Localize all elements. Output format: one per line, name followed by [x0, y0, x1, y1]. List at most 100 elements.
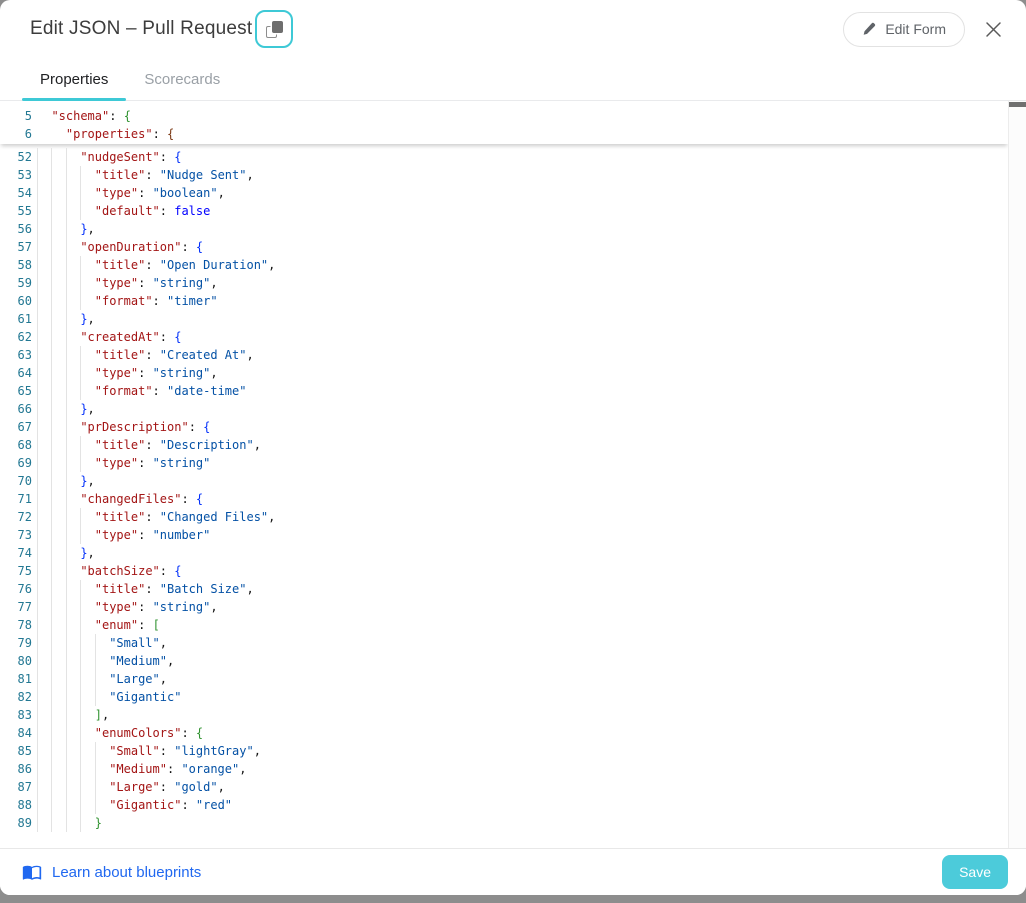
code-line[interactable]: 70}, [0, 472, 1008, 490]
code-line[interactable]: 76"title": "Batch Size", [0, 580, 1008, 598]
code-line[interactable]: 56}, [0, 220, 1008, 238]
indent-guide [80, 796, 82, 814]
indent-guide [94, 688, 96, 706]
line-number: 68 [17, 438, 32, 452]
indent-guide [37, 490, 38, 508]
line-number: 80 [17, 654, 32, 668]
code-line[interactable]: 58"title": "Open Duration", [0, 256, 1008, 274]
line-content: "title": "Nudge Sent", [37, 166, 1008, 184]
indent-guide [80, 778, 82, 796]
code-line[interactable]: 86"Medium": "orange", [0, 760, 1008, 778]
indent-guide [80, 202, 82, 220]
code-line[interactable]: 6"properties": { [0, 125, 1008, 143]
close-button[interactable] [981, 17, 1006, 42]
indent-guide [65, 256, 67, 274]
editor-scrollbar-track[interactable] [1008, 101, 1026, 848]
indent-guide [65, 814, 67, 832]
code-line[interactable]: 57"openDuration": { [0, 238, 1008, 256]
indent-guide [37, 688, 38, 706]
indent-guide [37, 562, 38, 580]
indent-guide [51, 292, 53, 310]
indent-guide [80, 382, 82, 400]
indent-guide [37, 724, 38, 742]
edit-form-button[interactable]: Edit Form [843, 11, 965, 47]
tab-properties[interactable]: Properties [22, 58, 127, 101]
code-line[interactable]: 74}, [0, 544, 1008, 562]
line-number: 58 [17, 258, 32, 272]
line-number: 83 [17, 708, 32, 722]
code-line[interactable]: 68"title": "Description", [0, 436, 1008, 454]
line-content: "createdAt": { [37, 328, 1008, 346]
indent-guide [65, 508, 67, 526]
code-line[interactable]: 65"format": "date-time" [0, 382, 1008, 400]
code-line[interactable]: 59"type": "string", [0, 274, 1008, 292]
code-line[interactable]: 61}, [0, 310, 1008, 328]
line-content: "schema": { [51, 109, 131, 123]
code-line[interactable]: 52"nudgeSent": { [0, 148, 1008, 166]
indent-guide [37, 292, 38, 310]
code-line[interactable]: 81"Large", [0, 670, 1008, 688]
code-line[interactable]: 66}, [0, 400, 1008, 418]
code-line[interactable]: 63"title": "Created At", [0, 346, 1008, 364]
indent-guide [51, 526, 53, 544]
modal-title: Edit JSON – Pull Request [30, 18, 253, 39]
code-line[interactable]: 67"prDescription": { [0, 418, 1008, 436]
line-content: "Large", [37, 670, 1008, 688]
code-line[interactable]: 87"Large": "gold", [0, 778, 1008, 796]
code-line[interactable]: 60 "format": "timer" [0, 292, 1008, 310]
indent-guide [65, 166, 67, 184]
tab-scorecards[interactable]: Scorecards [126, 58, 238, 100]
line-number: 85 [17, 744, 32, 758]
learn-about-blueprints-link[interactable]: Learn about blueprints [22, 862, 201, 882]
code-line[interactable]: 77"type": "string", [0, 598, 1008, 616]
code-line[interactable]: 78"enum": [ [0, 616, 1008, 634]
code-line[interactable]: 69"type": "string" [0, 454, 1008, 472]
line-content: "format": "timer" [37, 292, 1008, 310]
code-line[interactable]: 73"type": "number" [0, 526, 1008, 544]
code-line[interactable]: 89} [0, 814, 1008, 832]
indent-guide [51, 490, 53, 508]
save-button[interactable]: Save [942, 855, 1008, 889]
code-line[interactable]: 83], [0, 706, 1008, 724]
indent-guide [51, 580, 53, 598]
code-line[interactable]: 84"enumColors": { [0, 724, 1008, 742]
indent-guide [37, 634, 38, 652]
copy-icon [265, 20, 283, 38]
code-line[interactable]: 5"schema": { [0, 107, 1008, 125]
code-line[interactable]: 64"type": "string", [0, 364, 1008, 382]
indent-guide [51, 544, 53, 562]
line-number: 71 [17, 492, 32, 506]
indent-guide [37, 328, 38, 346]
code-line[interactable]: 75"batchSize": { [0, 562, 1008, 580]
line-number: 60 [17, 294, 32, 308]
indent-guide [51, 724, 53, 742]
copy-title-button[interactable] [255, 10, 294, 48]
line-number: 76 [17, 582, 32, 596]
scrollbar-thumb[interactable] [1009, 102, 1026, 107]
code-line[interactable]: 82"Gigantic" [0, 688, 1008, 706]
line-number: 61 [17, 312, 32, 326]
code-line[interactable]: 54"type": "boolean", [0, 184, 1008, 202]
json-editor[interactable]: 5"schema": {6"properties": { 52"nudgeSen… [0, 101, 1026, 848]
indent-guide [37, 616, 38, 634]
code-line[interactable]: 85"Small": "lightGray", [0, 742, 1008, 760]
indent-guide [37, 166, 38, 184]
code-line[interactable]: 71"changedFiles": { [0, 490, 1008, 508]
code-line[interactable]: 53 "title": "Nudge Sent", [0, 166, 1008, 184]
line-number: 53 [17, 168, 32, 182]
indent-guide [37, 796, 38, 814]
indent-guide [51, 328, 53, 346]
line-content: "type": "string" [37, 454, 1008, 472]
line-content: "Gigantic": "red" [37, 796, 1008, 814]
code-line[interactable]: 80"Medium", [0, 652, 1008, 670]
code-line[interactable]: 55"default": false [0, 202, 1008, 220]
code-line[interactable]: 79"Small", [0, 634, 1008, 652]
indent-guide [51, 688, 53, 706]
indent-guide [94, 796, 96, 814]
code-line[interactable]: 62"createdAt": { [0, 328, 1008, 346]
indent-guide [51, 634, 53, 652]
sticky-scroll-lines[interactable]: 5"schema": {6"properties": { [0, 107, 1008, 144]
line-content: "enumColors": { [37, 724, 1008, 742]
code-line[interactable]: 72"title": "Changed Files", [0, 508, 1008, 526]
code-line[interactable]: 88"Gigantic": "red" [0, 796, 1008, 814]
